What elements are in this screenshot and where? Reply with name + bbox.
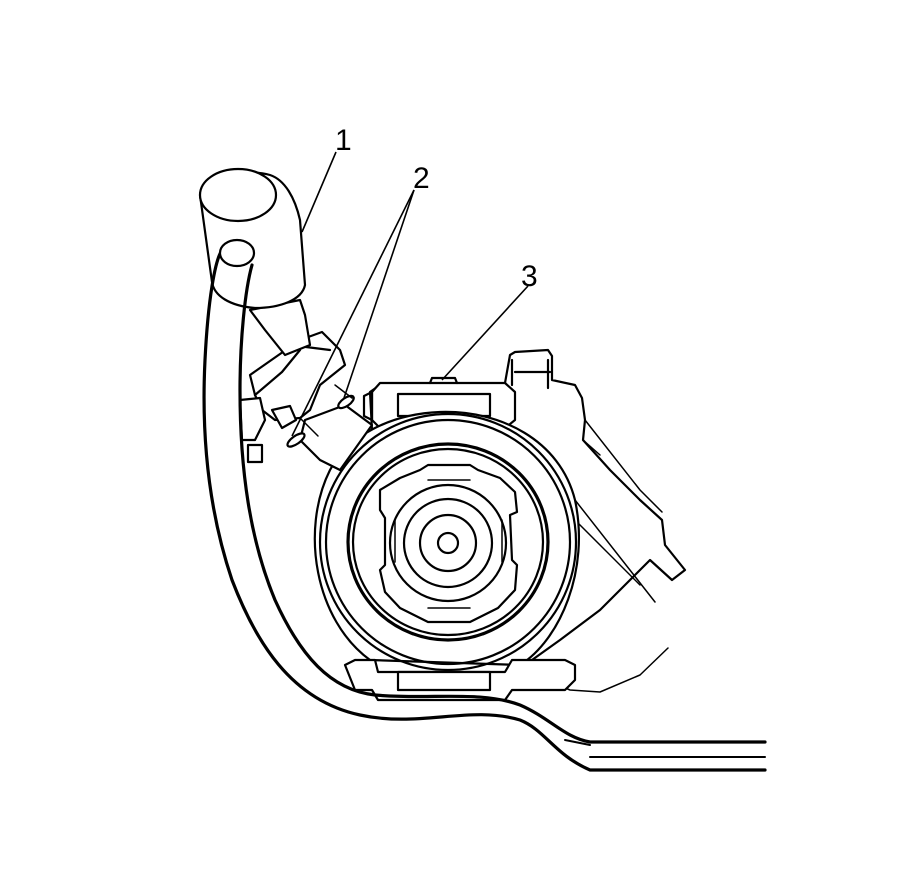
leader-1 [301, 151, 337, 233]
compressor-bottom-mount [343, 658, 577, 702]
sealing-washer-lower [286, 432, 306, 448]
leader-3 [441, 285, 529, 381]
muffler-canister [198, 167, 312, 357]
sealing-washers [286, 384, 355, 448]
callout-3: 3 [521, 260, 538, 293]
sealing-washer-upper [337, 394, 355, 410]
hose-manifold-fitting [238, 330, 374, 472]
leader-2a [343, 189, 415, 399]
callout-2: 2 [413, 162, 430, 195]
compressor-pulley [313, 410, 580, 672]
refrigerant-hose [202, 238, 767, 772]
callout-1: 1 [335, 124, 352, 157]
leader-2b [291, 189, 415, 437]
callout-leaders [291, 151, 529, 437]
